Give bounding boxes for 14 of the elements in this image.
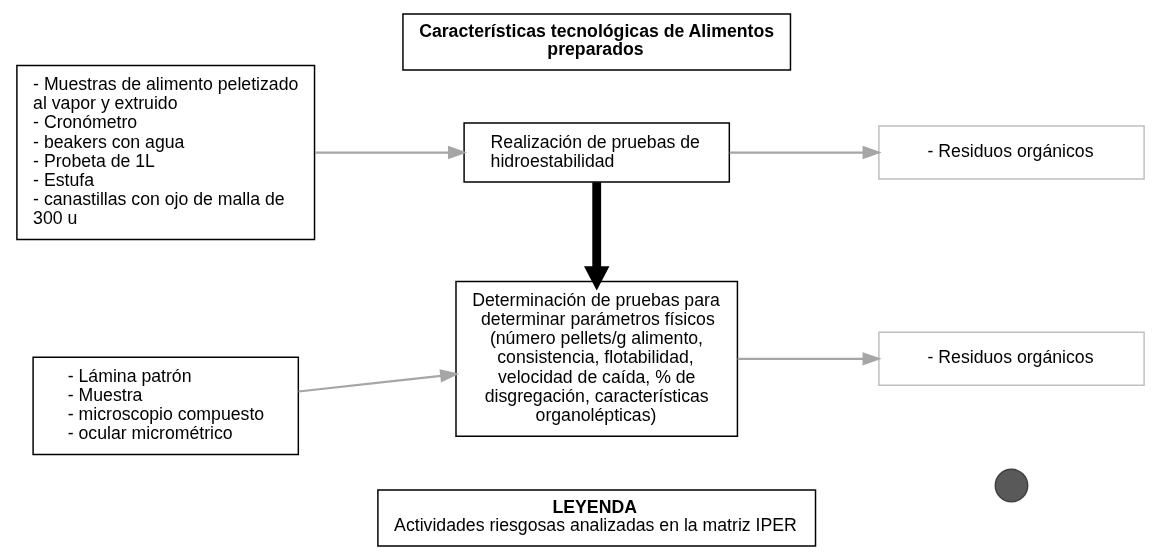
arrow [584, 182, 610, 291]
arrow [315, 145, 468, 160]
node-box: Determinación de pruebas para determinar parámetros físicos (número pellets/g alimento, consistencia, flotabilidad, velocidad de caída, % de disgregación, características organolépticas) [455, 280, 739, 437]
node-circle [994, 468, 1029, 503]
arrow [737, 352, 882, 366]
node-box: - Lámina patrón - Muestra - microscopio compuesto - ocular micrométrico [32, 356, 300, 456]
node-box: LEYENDA Actividades riesgosas analizadas en la matriz IPER [377, 489, 817, 547]
node-box: Realización de pruebas de hidroestabilidad [463, 122, 731, 183]
node-box: - Residuos orgánicos [878, 125, 1145, 180]
node-box: - Muestras de alimento peletizado al vapor y extruido - Cronómetro - beakers con agua - Probeta de 1L - Estufa - canastillas con ojo de malla de 300 u [16, 64, 316, 241]
arrow [298, 369, 460, 393]
arrow [729, 145, 882, 160]
node-box: Características tecnológicas de Alimentos preparados [402, 13, 792, 71]
node-box: - Residuos orgánicos [878, 331, 1145, 387]
